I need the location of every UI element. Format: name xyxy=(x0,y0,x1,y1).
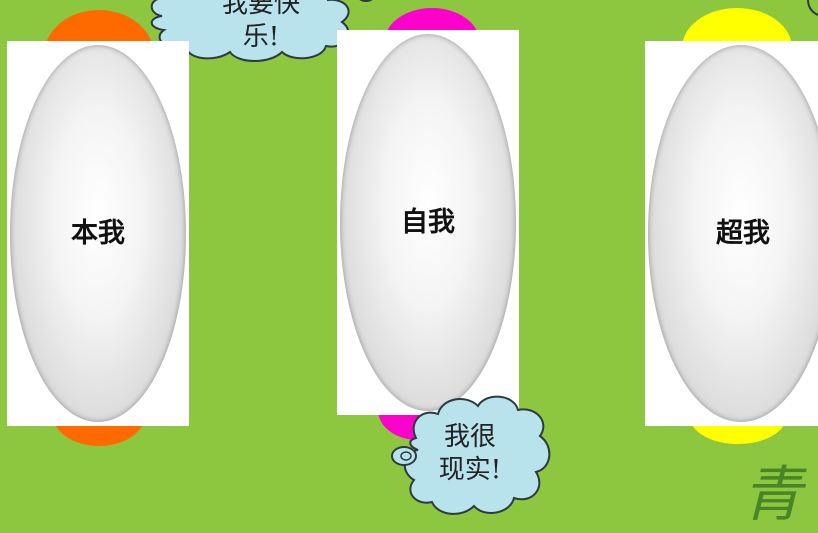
bottom-bubble-line1: 我很 xyxy=(443,422,496,452)
top-bubble-line1: 我要快 xyxy=(221,0,300,19)
bottom-bubble-line2: 现实! xyxy=(438,455,502,485)
label-ego: 自我 xyxy=(401,207,455,238)
label-superego: 超我 xyxy=(716,218,770,249)
card-id: 本我 xyxy=(7,41,189,426)
corner-arc-decoration xyxy=(807,0,818,16)
egg-id xyxy=(10,45,186,422)
thought-cloud-bottom xyxy=(391,395,551,515)
egg-ego xyxy=(340,34,516,411)
top-bubble-text: 我要快 乐! xyxy=(196,0,326,54)
watermark-logo: 青 xyxy=(742,460,802,530)
card-ego: 自我 xyxy=(337,30,519,415)
bottom-bubble-text: 我很 现实! xyxy=(418,421,522,487)
top-bubble-line2: 乐! xyxy=(242,22,280,52)
egg-superego xyxy=(648,45,818,422)
card-superego: 超我 xyxy=(645,41,818,426)
label-id: 本我 xyxy=(71,218,125,249)
